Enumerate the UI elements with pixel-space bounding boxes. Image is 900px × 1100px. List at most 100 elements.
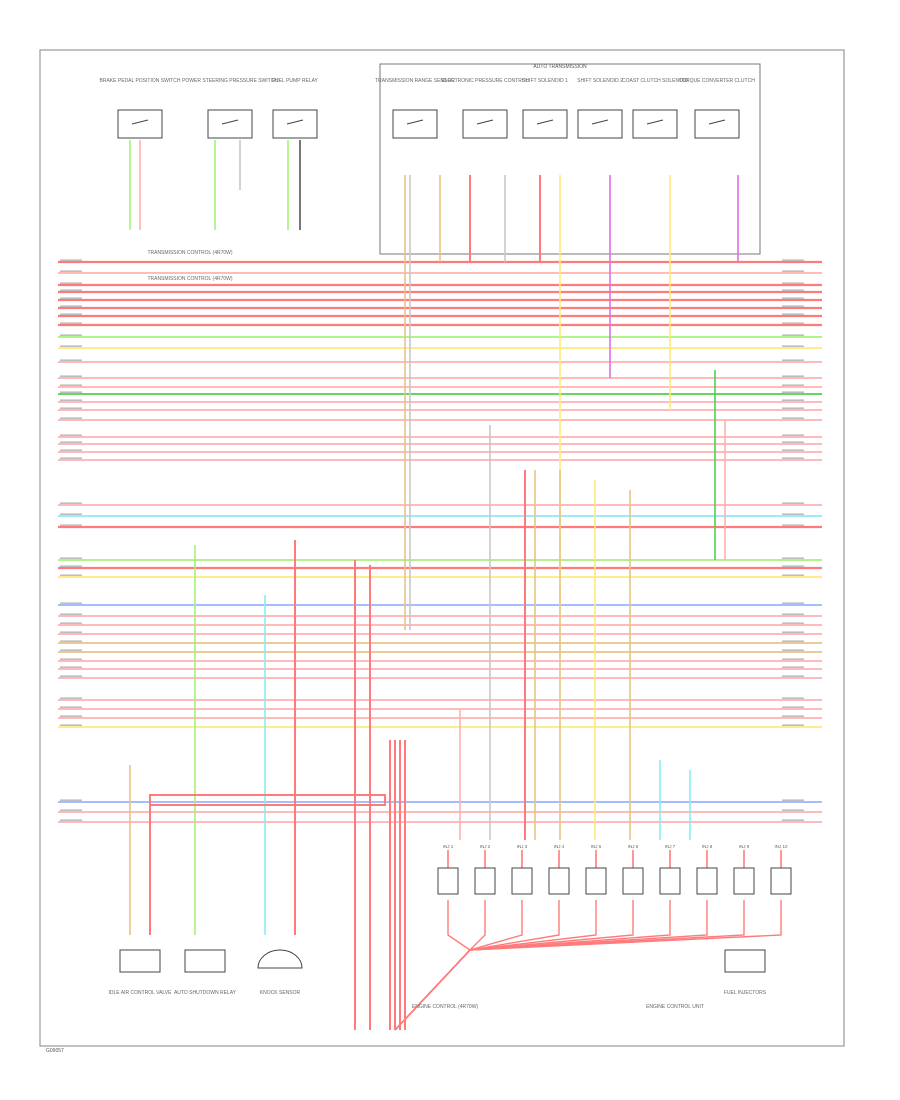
bus-wire-right-tag-41 xyxy=(782,799,804,801)
bus-wire-left-tag-15 xyxy=(60,399,82,401)
bus-wire-left-tag-30 xyxy=(60,622,82,624)
bottom-component-label-2: AUTO SHUTDOWN RELAY xyxy=(174,990,237,996)
injector-body-8 xyxy=(696,867,718,895)
top-component-box-6 xyxy=(522,109,568,139)
bus-wire-right-tag-12 xyxy=(782,375,804,377)
injector-6: INJ 6 xyxy=(622,844,644,895)
injector-body-1 xyxy=(437,867,459,895)
bus-wire-left-tag-22 xyxy=(60,502,82,504)
bottom-component-1: IDLE AIR CONTROL VALVE xyxy=(109,949,172,996)
bus-wire-right-tag-43 xyxy=(782,819,804,821)
injector-label-2: INJ 2 xyxy=(480,844,491,849)
bus-wire-left-tag-38 xyxy=(60,706,82,708)
top-component-box-8 xyxy=(632,109,678,139)
injector-ground-wire-10 xyxy=(394,900,782,1031)
injector-label-7: INJ 7 xyxy=(665,844,676,849)
bus-wire-left-tag-12 xyxy=(60,375,82,377)
bus-wire-left-tag-17 xyxy=(60,417,82,419)
bus-wire-right-tag-35 xyxy=(782,666,804,668)
top-component-label-4: TRANSMISSION RANGE SENSOR xyxy=(375,78,455,84)
bus-wire-left-tag-18 xyxy=(60,434,82,436)
top-component-3: FUEL PUMP RELAY xyxy=(272,78,319,139)
top-component-box-4 xyxy=(392,109,438,139)
bus-wire-right-tag-10 xyxy=(782,345,804,347)
bus-wire-right-tag-33 xyxy=(782,649,804,651)
injector-3: INJ 3 xyxy=(511,844,533,895)
bus-wire-left-tag-42 xyxy=(60,809,82,811)
bottom-component-shape-3 xyxy=(257,949,303,969)
bus-wire-right-tag-31 xyxy=(782,631,804,633)
bus-wire-right-tag-17 xyxy=(782,417,804,419)
bus-wire-right-tag-26 xyxy=(782,565,804,567)
top-component-switch-1 xyxy=(131,119,149,125)
injector-label-3: INJ 3 xyxy=(517,844,528,849)
injector-ground-wire-8 xyxy=(394,900,708,1031)
injector-body-4 xyxy=(548,867,570,895)
transmission-group-box xyxy=(379,63,761,255)
bottom-component-box-1 xyxy=(119,949,161,973)
bus-wire-right-tag-21 xyxy=(782,457,804,459)
bus-wire-right-tag-18 xyxy=(782,434,804,436)
top-component-7: SHIFT SOLENOID 2 xyxy=(577,78,623,139)
top-component-label-7: SHIFT SOLENOID 2 xyxy=(577,78,623,84)
bus-wire-left-tag-28 xyxy=(60,602,82,604)
bus-wire-left-tag-11 xyxy=(60,359,82,361)
bus-wire-right-tag-2 xyxy=(782,270,804,272)
bus-wire-right-tag-28 xyxy=(782,602,804,604)
top-component-switch-9 xyxy=(708,119,726,125)
bus-wire-left-tag-40 xyxy=(60,724,82,726)
injector-label-5: INJ 5 xyxy=(591,844,602,849)
knock-sensor-loop-wire xyxy=(149,794,386,806)
mid-label-4: ENGINE CONTROL UNIT xyxy=(646,1004,704,1010)
top-component-switch-5 xyxy=(476,119,494,125)
bus-wire-right-tag-27 xyxy=(782,574,804,576)
injector-body-6 xyxy=(622,867,644,895)
bus-wire-left-tag-26 xyxy=(60,565,82,567)
top-component-label-1: BRAKE PEDAL POSITION SWITCH xyxy=(100,78,181,84)
transmission-group-label: AUTO TRANSMISSION xyxy=(533,64,587,70)
top-component-box-2 xyxy=(207,109,253,139)
bus-wire-left-tag-13 xyxy=(60,384,82,386)
injector-ground-wire-4 xyxy=(394,900,560,1031)
bus-wire-left-tag-7 xyxy=(60,313,82,315)
injector-7: INJ 7 xyxy=(659,844,681,895)
bus-wire-right-tag-40 xyxy=(782,724,804,726)
bus-wire-right-tag-6 xyxy=(782,305,804,307)
bus-wire-right-tag-25 xyxy=(782,557,804,559)
bus-wire-right-tag-20 xyxy=(782,449,804,451)
bus-wire-right-tag-24 xyxy=(782,524,804,526)
top-component-6: SHIFT SOLENOID 1 xyxy=(522,78,568,139)
bus-wire-left-tag-2 xyxy=(60,270,82,272)
injector-label-9: INJ 9 xyxy=(739,844,750,849)
bus-wire-right-tag-37 xyxy=(782,697,804,699)
bottom-component-label-3: KNOCK SENSOR xyxy=(260,990,301,996)
injector-body-5 xyxy=(585,867,607,895)
bus-wire-right-tag-14 xyxy=(782,391,804,393)
top-component-label-6: SHIFT SOLENOID 1 xyxy=(522,78,568,84)
bus-wire-left-tag-6 xyxy=(60,305,82,307)
bus-wire-left-tag-9 xyxy=(60,334,82,336)
injector-10: INJ 10 xyxy=(770,844,792,895)
top-component-switch-6 xyxy=(536,119,554,125)
bus-wire-right-tag-22 xyxy=(782,502,804,504)
injector-4: INJ 4 xyxy=(548,844,570,895)
top-component-5: ELECTRONIC PRESSURE CONTROL xyxy=(442,78,529,139)
injector-1: INJ 1 xyxy=(437,844,459,895)
bottom-component-3: KNOCK SENSOR xyxy=(257,949,303,996)
injector-ground-wire-6 xyxy=(394,900,634,1031)
top-component-label-2: POWER STEERING PRESSURE SWITCH xyxy=(182,78,278,84)
bus-wire-left-tag-43 xyxy=(60,819,82,821)
bus-wire-left-tag-33 xyxy=(60,649,82,651)
top-component-switch-3 xyxy=(286,119,304,125)
injector-body-2 xyxy=(474,867,496,895)
top-component-1: BRAKE PEDAL POSITION SWITCH xyxy=(100,78,181,139)
bottom-component-4: FUEL INJECTORS xyxy=(724,949,767,996)
bus-wire-left-tag-3 xyxy=(60,282,82,284)
bus-wire-left-tag-19 xyxy=(60,441,82,443)
bus-wire-right-tag-42 xyxy=(782,809,804,811)
top-component-switch-8 xyxy=(646,119,664,125)
vertical-wires xyxy=(129,140,782,1031)
bus-wire-right-tag-13 xyxy=(782,384,804,386)
footer-code: G09057 xyxy=(46,1048,64,1054)
